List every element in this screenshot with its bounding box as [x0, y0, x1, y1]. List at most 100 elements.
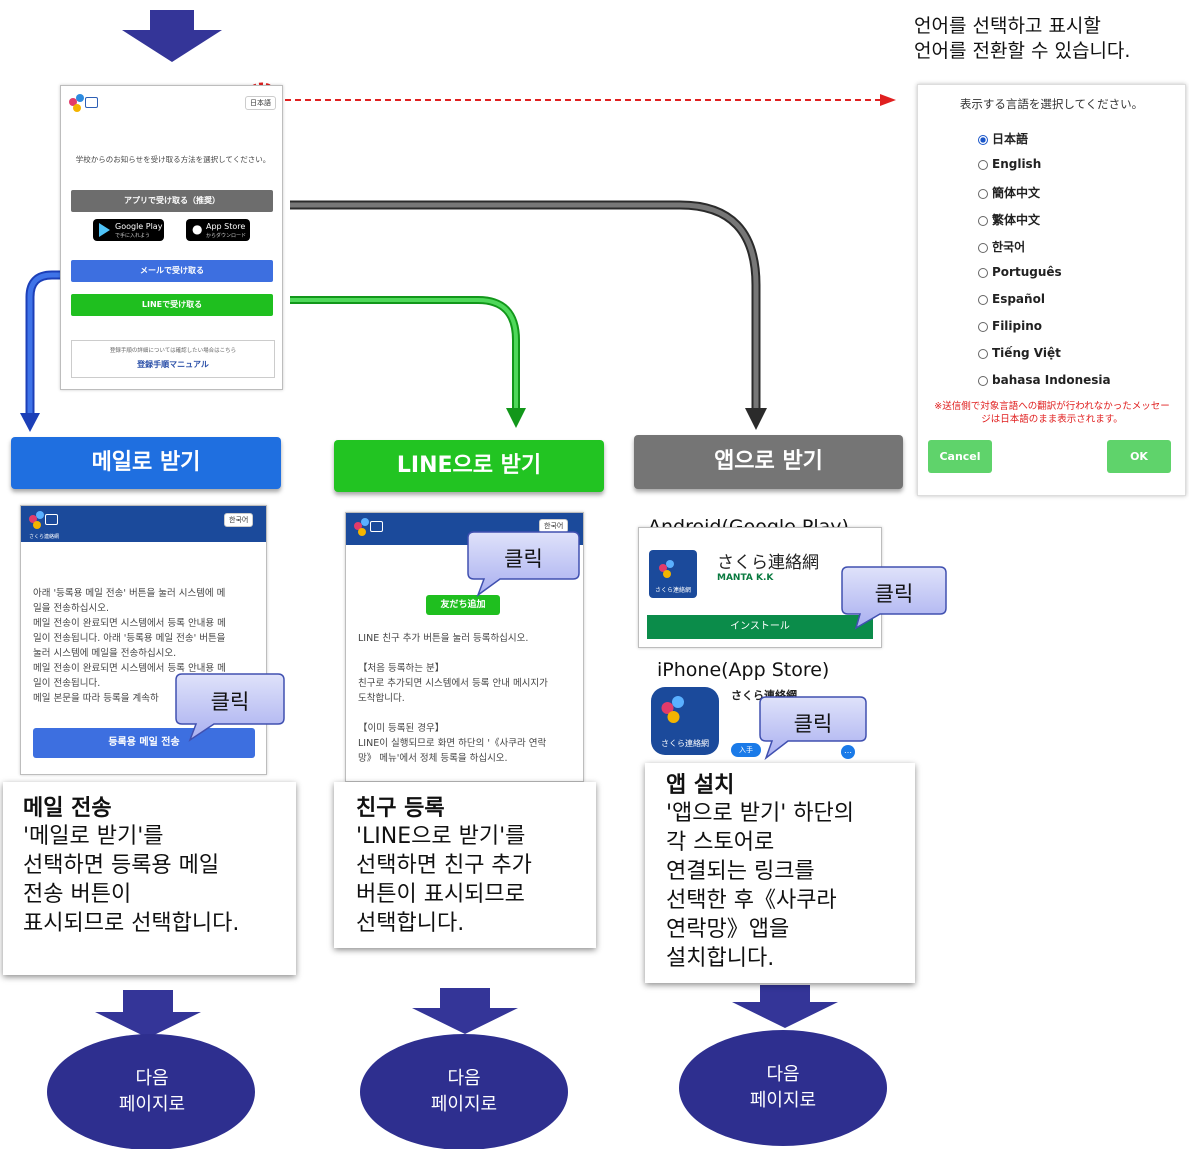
line-header: LINE으로 받기	[334, 440, 604, 492]
radio-icon[interactable]	[978, 188, 988, 199]
sakura-logo	[69, 94, 99, 114]
line-add-friend-button[interactable]: 友だち追加	[426, 595, 500, 615]
app-title: さくら連絡網	[717, 553, 819, 573]
language-option[interactable]: English	[978, 157, 1041, 171]
mail-down-arrow	[95, 990, 201, 1038]
line-down-arrow	[412, 988, 518, 1034]
body-line: 일이 전송됩니다. 아래 '등록용 메일 전송' 버튼을	[33, 633, 226, 644]
dialog-note: ※送信側で対象言語への翻訳が行われなかったメッセージは日本語のまま表示されます。	[934, 401, 1170, 425]
app-desc-text: '앱으로 받기' 하단의 각 스토어로 연결되는 링크를 선택한 후《사쿠라 연…	[666, 801, 855, 971]
manual-link[interactable]: 登録手順マニュアル	[137, 360, 209, 369]
cancel-button[interactable]: Cancel	[928, 440, 992, 473]
body-line	[358, 706, 580, 721]
body-line: 눌러 시스템에 메일을 전송하십시오.	[33, 648, 177, 659]
play-icon	[99, 223, 110, 237]
language-option-label: Filipino	[992, 319, 1043, 333]
language-option[interactable]: Português	[978, 265, 1062, 279]
radio-icon[interactable]	[978, 159, 988, 170]
app-store-badge[interactable]: ● App Store からダウンロード	[186, 219, 250, 241]
radio-icon[interactable]	[978, 348, 988, 359]
ios-callout-text: 클릭	[793, 712, 833, 736]
mail-desc-title: 메일 전송	[23, 796, 112, 821]
app-icon: さくら連絡網	[651, 687, 719, 755]
body-line	[358, 766, 580, 781]
language-option[interactable]: Filipino	[978, 319, 1042, 333]
body-line: 메일 전송이 완료되면 시스템에서 등록 안내용 메	[33, 663, 226, 674]
line-description: 친구 등록 'LINE으로 받기'를 선택하면 친구 추가 버튼이 표시되므로 …	[334, 782, 596, 948]
line-next-text[interactable]: 다음 페이지로	[430, 1068, 498, 1115]
radio-icon[interactable]	[978, 267, 988, 278]
app-desc-title: 앱 설치	[666, 773, 735, 798]
radio-icon[interactable]	[978, 294, 988, 305]
app-connector	[290, 200, 761, 410]
language-selector[interactable]: 한국어	[539, 519, 569, 533]
radio-icon[interactable]	[978, 215, 988, 226]
language-option-label: 日本語	[992, 132, 1029, 146]
body-line: LINE이 실행되므로 화면 하단의 '《사쿠라 연락	[358, 738, 547, 749]
body-line: 친구로 추가되면 시스템에서 등록 안내 메시지가	[358, 678, 548, 689]
language-option[interactable]: Tiếng Việt	[978, 346, 1061, 360]
top-down-arrow	[122, 10, 222, 62]
iphone-label: iPhone(App Store)	[657, 659, 830, 681]
language-option[interactable]: bahasa Indonesia	[978, 373, 1111, 387]
mail-callout-text: 클릭	[210, 690, 250, 714]
line-desc-text: 'LINE으로 받기'를 선택하면 친구 추가 버튼이 표시되므로 선택합니다.	[356, 824, 532, 936]
mail-next-text[interactable]: 다음 페이지로	[118, 1068, 186, 1115]
intro-text: 学校からのお知らせを受け取る方法を選択してください。	[75, 155, 271, 164]
radio-icon[interactable]	[978, 321, 988, 332]
developer-name: MANTA K.K	[717, 573, 774, 583]
manual-box: 登録手順の詳細については確認したい場合はこちら 登録手順マニュアル	[71, 340, 275, 378]
language-option[interactable]: 日本語	[978, 130, 1028, 147]
google-play-badge[interactable]: Google Play で手に入れよう	[93, 219, 164, 241]
body-line: 메일 본문을 따라 등록을 계속하	[33, 693, 159, 704]
app-down-arrow	[732, 985, 838, 1028]
mail-receive-button[interactable]: メールで受け取る	[71, 260, 273, 282]
manual-note: 登録手順の詳細については確認したい場合はこちら	[109, 348, 237, 354]
more-icon[interactable]: …	[841, 745, 855, 759]
body-line: 메일 전송이 완료되면 시스템에서 등록 안내용 메	[33, 618, 226, 629]
body-line: 망》 메뉴'에서 정체 등록을 하십시오.	[358, 753, 508, 764]
line-receive-button[interactable]: LINEで受け取る	[71, 294, 273, 316]
language-option-label: 繁体中文	[992, 213, 1041, 227]
app-next-text[interactable]: 다음 페이지로	[749, 1064, 817, 1111]
body-line: 【이미 등록된 경우】	[358, 723, 445, 734]
language-option-label: Português	[992, 265, 1062, 279]
language-option-label: bahasa Indonesia	[992, 373, 1111, 387]
language-dialog: 表示する言語を選択してください。 日本語 English 簡体中文繁体中文 한국어 Po…	[917, 84, 1186, 496]
line-connector	[290, 296, 520, 410]
language-option[interactable]: Español	[978, 292, 1045, 306]
language-option-label: 한국어	[992, 240, 1026, 254]
app-receive-button[interactable]: アプリで受け取る（推奨）	[71, 190, 273, 212]
language-option[interactable]: 繁体中文	[978, 211, 1040, 228]
android-callout-text: 클릭	[874, 582, 914, 606]
app-header: 앱으로 받기	[634, 435, 903, 489]
language-option[interactable]: 簡体中文	[978, 184, 1040, 201]
radio-icon[interactable]	[978, 375, 988, 386]
ios-app-title: さくら連絡網	[731, 689, 797, 702]
mail-desc-text: '메일로 받기'를 선택하면 등록용 메일 전송 버튼이 표시되므로 선택합니다…	[23, 824, 240, 936]
install-button[interactable]: インストール	[647, 615, 873, 639]
body-line: 일이 전송됩니다.	[33, 678, 101, 689]
language-selector[interactable]: 한국어	[224, 513, 254, 527]
language-selector[interactable]: 日本語	[245, 96, 276, 110]
body-line	[358, 646, 580, 661]
language-option-label: Tiếng Việt	[992, 346, 1061, 360]
language-option-label: 簡体中文	[992, 186, 1041, 200]
radio-icon[interactable]	[978, 134, 988, 145]
ok-button[interactable]: OK	[1107, 440, 1171, 473]
body-line: 일을 전송하십시오.	[33, 603, 109, 614]
apple-icon: ●	[192, 222, 203, 236]
app-description: 앱 설치 '앱으로 받기' 하단의 각 스토어로 연결되는 링크를 선택한 후《…	[645, 763, 915, 983]
dialog-title: 表示する言語を選択してください。	[959, 97, 1144, 111]
line-callout-text: 클릭	[504, 547, 543, 571]
language-option[interactable]: 한국어	[978, 238, 1025, 255]
body-line: 아래 '등록용 메일 전송' 버튼을 눌러 시스템에 메	[33, 588, 226, 599]
radio-icon[interactable]	[978, 242, 988, 253]
language-option-label: Español	[992, 292, 1045, 306]
send-registration-mail-button[interactable]: 등록용 메일 전송	[33, 728, 255, 758]
body-line: 도착합니다.	[358, 693, 405, 704]
get-button[interactable]: 入手	[731, 743, 761, 757]
